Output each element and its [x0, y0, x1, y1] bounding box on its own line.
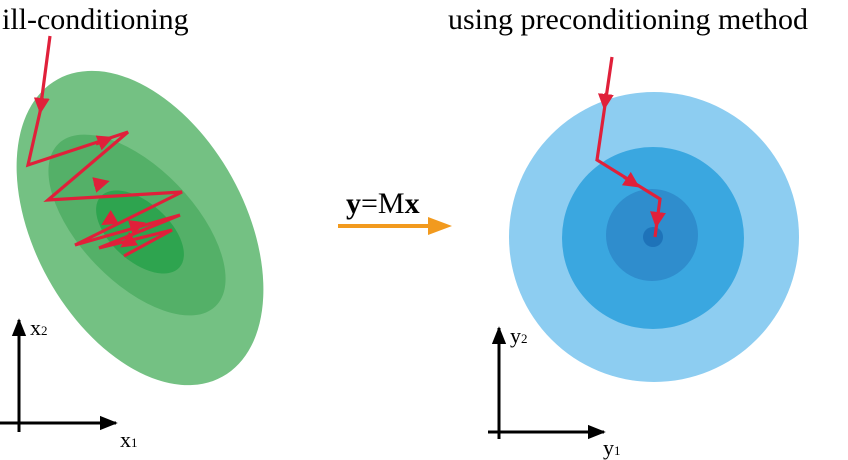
arrowhead	[127, 219, 146, 236]
preconditioned-contours	[509, 92, 799, 382]
arrowhead	[650, 211, 666, 228]
right-x-axis-label: y1	[603, 435, 621, 460]
convergence-path	[595, 56, 666, 238]
right-axes	[488, 326, 606, 440]
arrowhead	[621, 171, 640, 188]
zigzag-path	[25, 35, 183, 258]
left-x-axis-label: x1	[120, 427, 138, 452]
transform-equation: y=Mx	[346, 187, 420, 220]
right-y-axis-label: y2	[510, 323, 528, 348]
arrowhead	[95, 135, 114, 151]
left-axes	[0, 318, 118, 432]
arrowhead	[101, 210, 119, 226]
ill-conditioned-contours	[16, 70, 264, 386]
center-contour	[643, 227, 663, 247]
right-title: using preconditioning method	[448, 3, 808, 36]
transform-arrow	[338, 217, 452, 235]
arrowhead	[33, 95, 50, 114]
arrowhead	[597, 92, 614, 110]
left-y-axis-label: x2	[30, 315, 48, 340]
arrowhead	[92, 177, 110, 193]
left-title: ill-conditioning	[2, 3, 189, 36]
arrowhead	[120, 231, 139, 248]
